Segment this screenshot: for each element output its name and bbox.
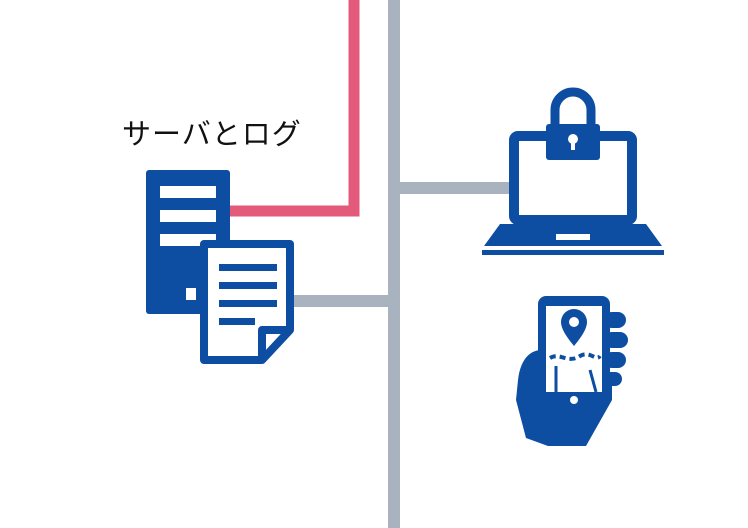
server-logs-label: サーバとログ <box>122 117 302 151</box>
network-backbone-line <box>388 0 400 528</box>
log-document-icon <box>200 240 294 364</box>
padlock-icon <box>546 87 600 160</box>
fingers-icon <box>604 312 628 386</box>
highlight-connection-line <box>228 0 360 217</box>
map-pin-icon <box>561 309 587 346</box>
smartphone-map-icon <box>538 296 610 408</box>
laptop-connector-line <box>400 182 510 194</box>
server-connector-line <box>290 295 390 307</box>
